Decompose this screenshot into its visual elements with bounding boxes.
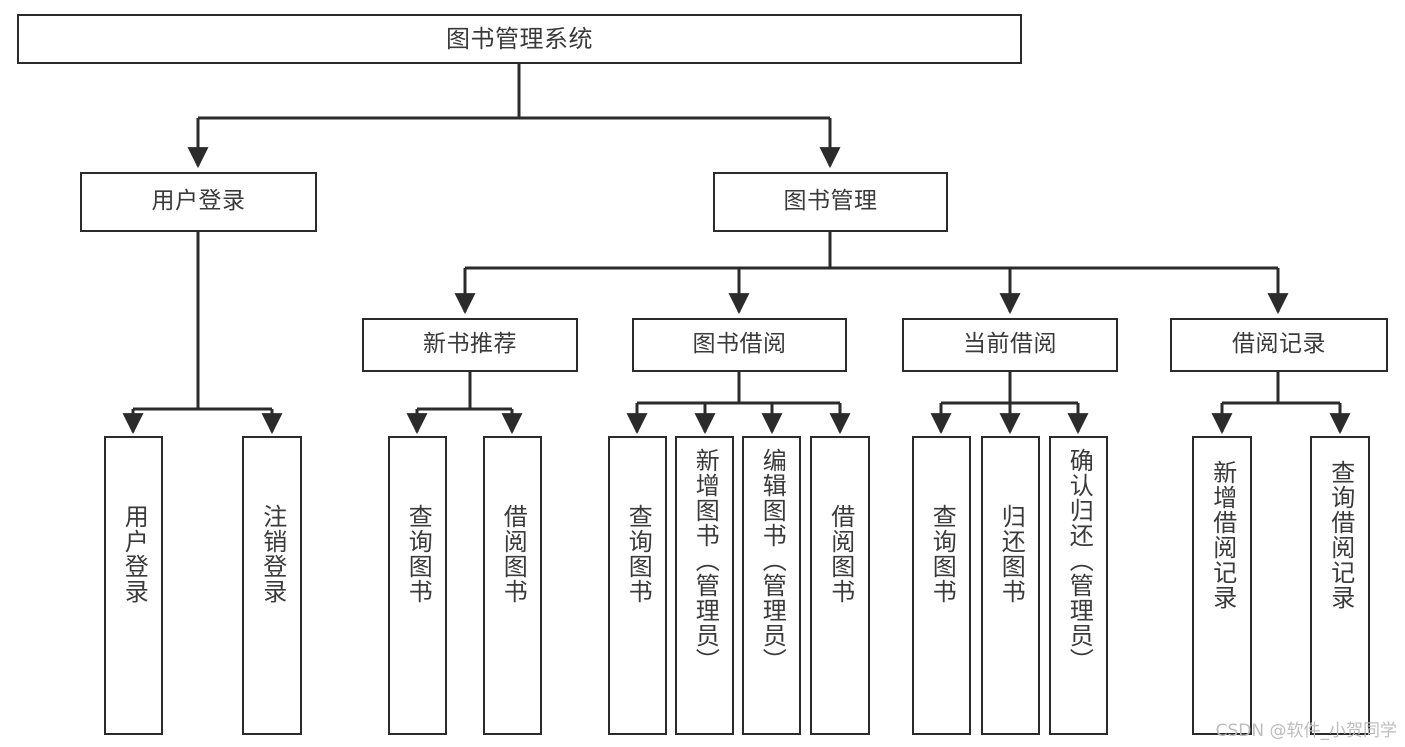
node-label: 新增图书（管理员） [691,448,720,673]
node-label: 借阅图书 [499,504,528,604]
node-label: 查询图书 [404,504,433,604]
node-leaf-borrow-book-1[interactable]: 借阅图书 [483,436,542,735]
node-label: 借阅记录 [1232,331,1326,358]
node-label: 归还图书 [997,504,1026,604]
node-leaf-query-book-3[interactable]: 查询图书 [912,436,971,735]
node-leaf-return-book[interactable]: 归还图书 [981,436,1040,735]
node-label: 查询图书 [928,504,957,604]
node-label: 新书推荐 [423,331,517,358]
node-leaf-query-book-1[interactable]: 查询图书 [388,436,447,735]
node-leaf-user-login[interactable]: 用户登录 [104,436,163,735]
node-label: 注销登录 [258,504,287,604]
node-root-system[interactable]: 图书管理系统 [17,14,1022,64]
node-label: 新增借阅记录 [1208,460,1237,610]
node-label: 查询借阅记录 [1326,460,1355,610]
node-leaf-query-book-2[interactable]: 查询图书 [608,436,667,735]
node-new-book-recommend[interactable]: 新书推荐 [362,318,578,372]
node-label: 借阅图书 [826,504,855,604]
node-leaf-add-record[interactable]: 新增借阅记录 [1192,436,1252,735]
node-label: 用户登录 [151,188,246,215]
node-leaf-confirm-return[interactable]: 确认归还（管理员） [1049,436,1108,735]
node-label: 用户登录 [120,504,149,604]
node-leaf-user-logout[interactable]: 注销登录 [242,436,302,735]
node-book-manage[interactable]: 图书管理 [713,172,948,232]
node-borrow-record[interactable]: 借阅记录 [1170,318,1388,372]
node-label: 确认归还（管理员） [1065,448,1094,673]
node-label: 图书管理系统 [446,24,593,53]
node-label: 图书管理 [783,188,878,215]
node-label: 图书借阅 [692,331,787,358]
node-leaf-add-book[interactable]: 新增图书（管理员） [675,436,734,735]
node-leaf-edit-book[interactable]: 编辑图书（管理员） [742,436,801,735]
node-label: 查询图书 [624,504,653,604]
node-book-borrow[interactable]: 图书借阅 [632,318,847,372]
node-user-login[interactable]: 用户登录 [80,172,317,232]
node-label: 当前借阅 [963,331,1057,358]
node-leaf-borrow-book-2[interactable]: 借阅图书 [810,436,870,735]
node-label: 编辑图书（管理员） [758,448,787,673]
node-leaf-query-record[interactable]: 查询借阅记录 [1310,436,1370,735]
csdn-watermark: CSDN @软件_小贺同学 [1215,721,1397,741]
node-current-borrow[interactable]: 当前借阅 [902,318,1118,372]
